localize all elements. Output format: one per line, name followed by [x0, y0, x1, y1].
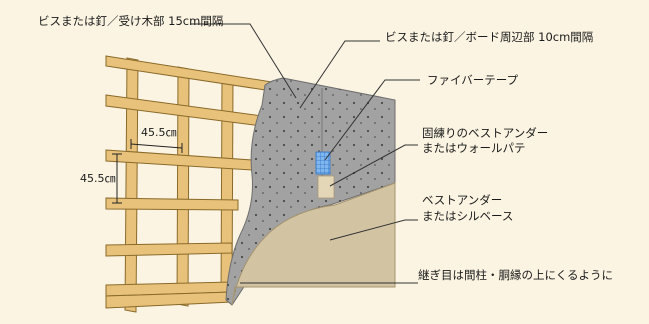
vertical-spacing-label: 45.5㎝ [80, 172, 116, 185]
leader-screw-stud [190, 23, 297, 99]
base-coat-strip [317, 175, 335, 199]
leader-fiber-tape [324, 79, 420, 161]
label-undercoat-line1: ベストアンダー [422, 193, 503, 207]
leader-undercoat [329, 219, 418, 241]
leader-base-coat [329, 144, 418, 187]
label-screw-stud-spacing: ビスまたは釘／受け木部 15cm間隔 [38, 14, 224, 28]
label-base-coat-line2: またはウォールパテ [422, 141, 526, 155]
horizontal-spacing-label: 45.5㎝ [141, 126, 177, 139]
label-fiber-tape: ファイバーテープ [427, 73, 519, 87]
label-screw-board-edge-spacing: ビスまたは釘／ボード周辺部 10cm間隔 [385, 30, 594, 44]
stud-2 [176, 66, 190, 307]
wood-frame [105, 55, 273, 313]
plaster-layer [231, 182, 396, 306]
horizontal-dimension-marker [130, 139, 183, 153]
vertical-dimension-marker [112, 153, 122, 204]
fiber-tape [315, 151, 331, 175]
label-joint-note: 継ぎ目は間柱・胴縁の上にくるように [418, 268, 614, 282]
leader-screw-edge [299, 40, 380, 109]
stud-1 [124, 57, 139, 313]
label-undercoat-line2: またはシルベース [422, 209, 514, 223]
batten-5 [105, 242, 233, 257]
batten-4 [105, 197, 239, 211]
label-base-coat-line1: 固練りのベストアンダー [422, 126, 549, 140]
